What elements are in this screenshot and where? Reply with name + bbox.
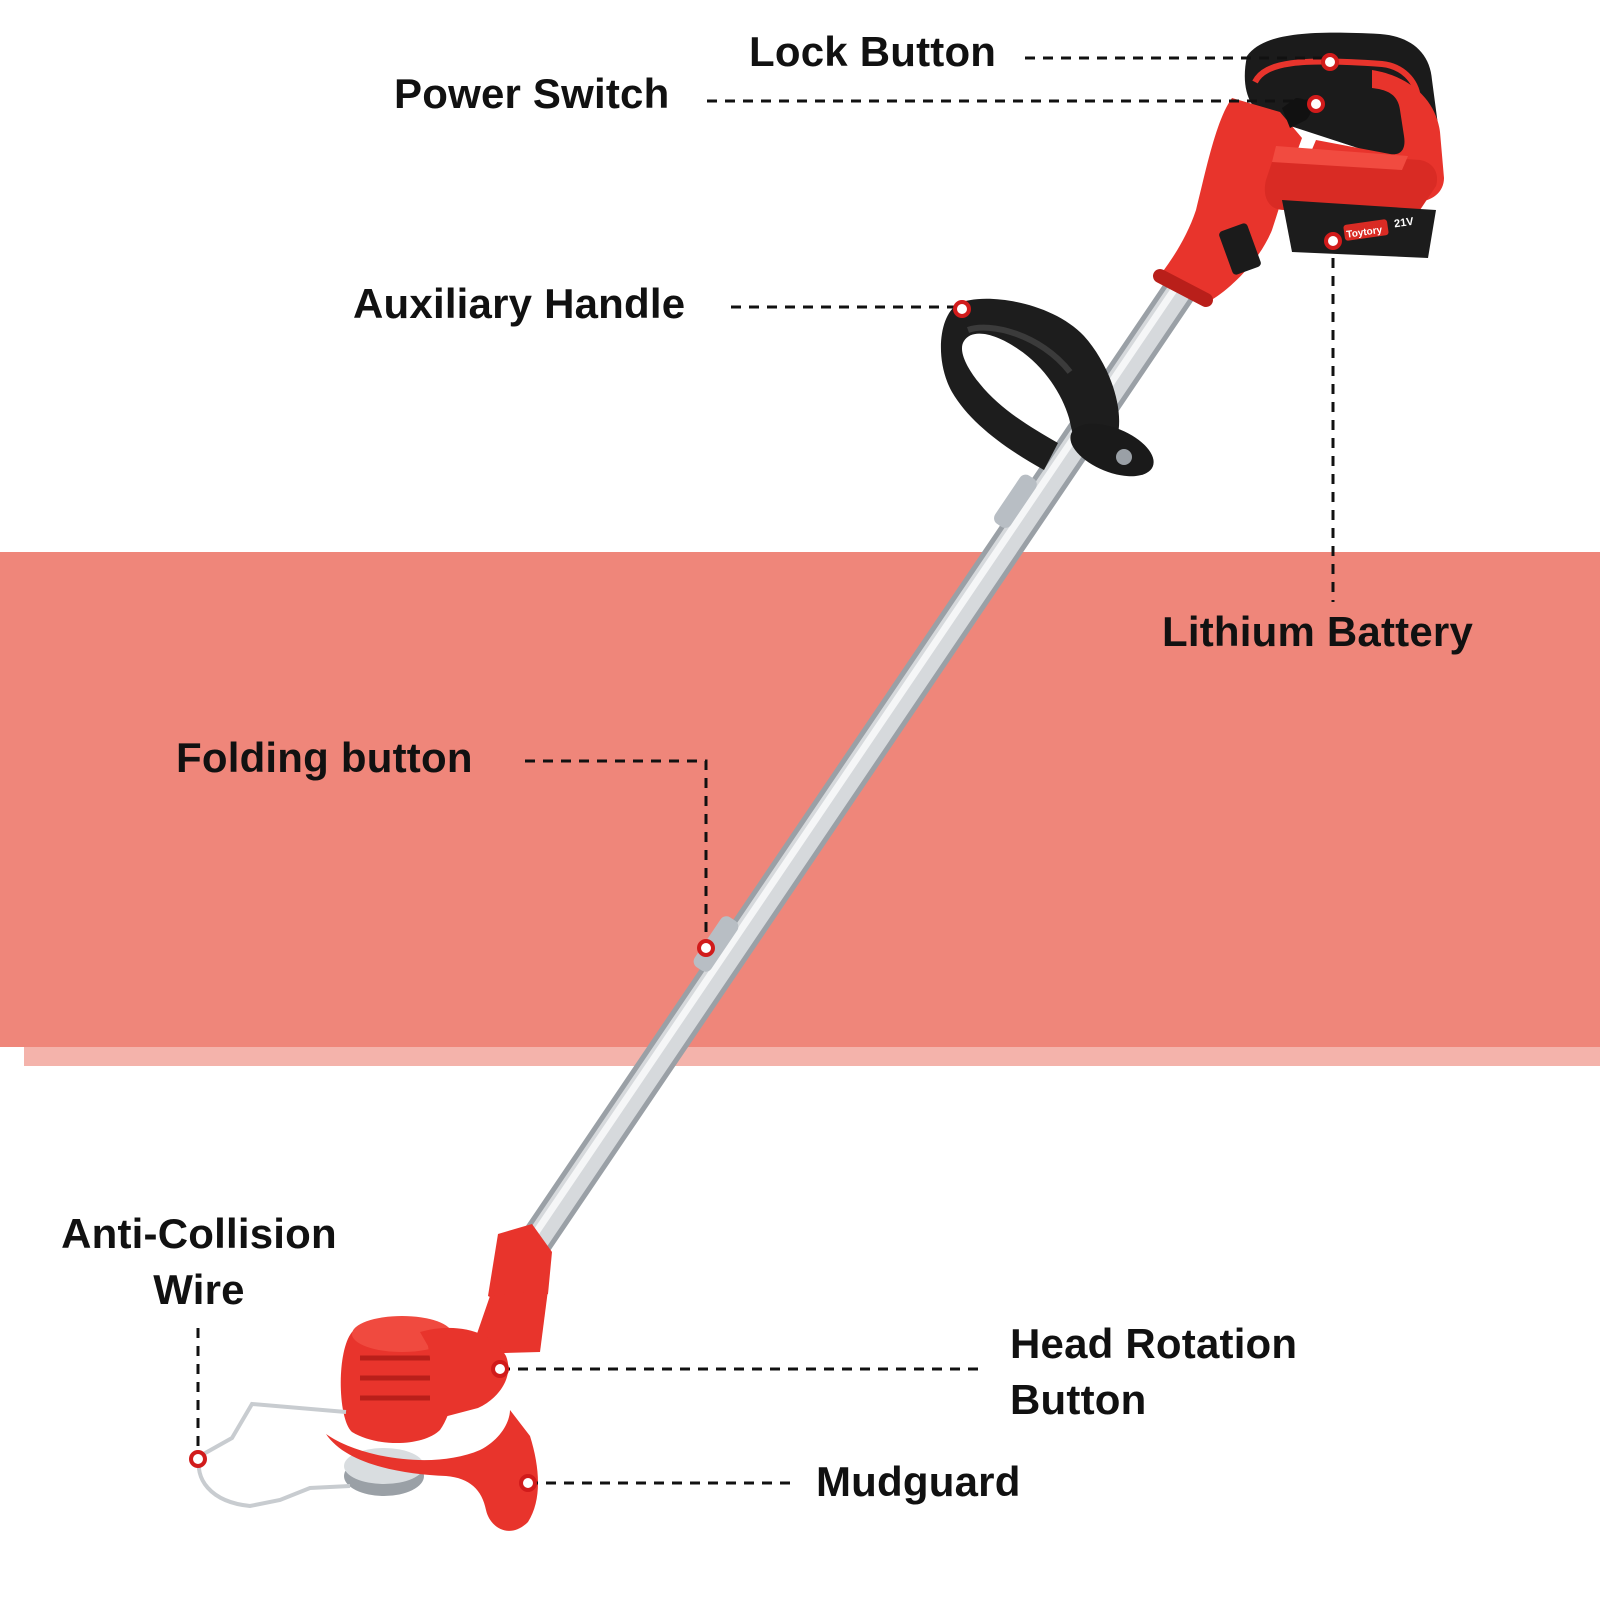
- battery-brand-text: Toytory: [1346, 225, 1384, 241]
- label-lock-button: Lock Button: [749, 28, 997, 75]
- label-anti-collision-line-1: Anti-Collision: [61, 1210, 337, 1257]
- callout-dot-mudguard: [519, 1474, 537, 1492]
- label-anti-collision-line-2: Wire: [153, 1266, 245, 1313]
- callout-dot-folding-button: [697, 939, 715, 957]
- battery-pack: Toytory 21V: [1264, 146, 1438, 258]
- label-folding-button: Folding button: [176, 734, 473, 781]
- callout-dot-power-switch: [1307, 95, 1325, 113]
- label-anti-collision-wire: Anti-Collision Wire: [48, 1206, 350, 1318]
- callout-dot-lithium-battery: [1324, 232, 1342, 250]
- trimmer-head: [196, 1224, 552, 1531]
- label-head-rotation-line-1: Head Rotation: [1010, 1320, 1298, 1367]
- label-power-switch: Power Switch: [394, 70, 670, 117]
- callout-dot-head-rotation: [491, 1360, 509, 1378]
- callout-dot-lock-button: [1321, 53, 1339, 71]
- label-mudguard: Mudguard: [816, 1458, 1021, 1505]
- main-handle-shape: [1153, 32, 1444, 307]
- leader-folding-button: [525, 759, 708, 948]
- auxiliary-handle-shape: [940, 298, 1154, 477]
- callout-dot-auxiliary-handle: [953, 300, 971, 318]
- shaft: [503, 273, 1197, 1282]
- battery-voltage-text: 21V: [1393, 216, 1415, 231]
- background-band: [0, 552, 1600, 1047]
- label-auxiliary-handle: Auxiliary Handle: [353, 280, 686, 327]
- callout-dot-anti-collision: [189, 1450, 207, 1468]
- label-head-rotation-button: Head Rotation Button: [1010, 1316, 1297, 1428]
- label-head-rotation-line-2: Button: [1010, 1376, 1147, 1423]
- label-lithium-battery: Lithium Battery: [1162, 608, 1474, 655]
